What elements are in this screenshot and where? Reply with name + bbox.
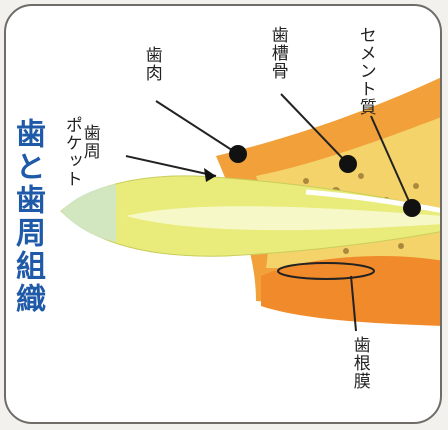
diagram-card: 歯と歯周組織 歯周 ポケット 歯肉 歯槽骨 セメント質 歯根膜 bbox=[4, 4, 442, 424]
pointer-dots bbox=[204, 145, 421, 217]
label-gingiva: 歯肉 bbox=[141, 46, 162, 82]
enamel-tip bbox=[61, 184, 116, 242]
cementum-strip bbox=[305, 189, 440, 213]
lower-gum bbox=[261, 256, 440, 326]
tooth-pulp bbox=[126, 206, 440, 231]
leader-lines bbox=[125, 93, 413, 332]
label-cementum: セメント質 bbox=[355, 26, 376, 116]
label-alveolar-bone: 歯槽骨 bbox=[267, 26, 288, 80]
label-pocket-line1: 歯周 bbox=[79, 124, 100, 160]
tooth-periodontal-illustration bbox=[60, 77, 440, 332]
label-pocket-line2: ポケット bbox=[61, 116, 82, 188]
pdl-oval bbox=[277, 262, 375, 280]
label-pdl: 歯根膜 bbox=[349, 336, 370, 390]
diagram-title: 歯と歯周組織 bbox=[10, 118, 45, 316]
